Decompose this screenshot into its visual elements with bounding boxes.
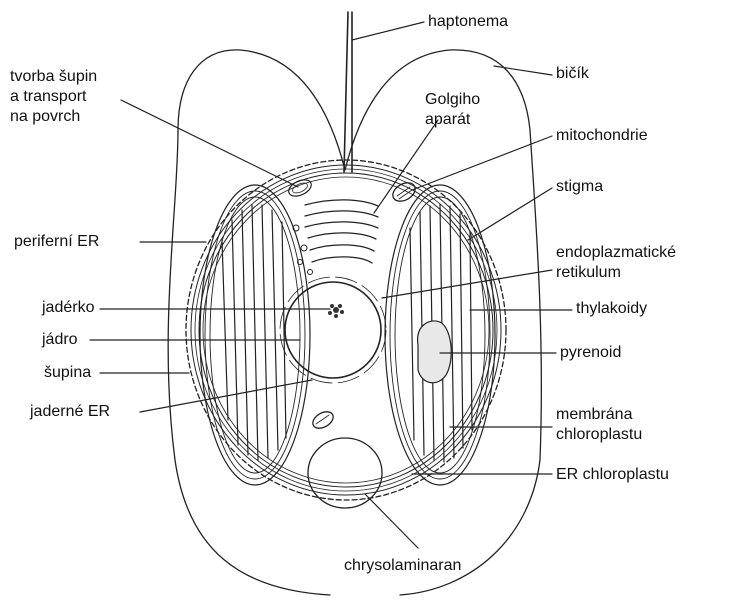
- nucleolus: [328, 304, 344, 318]
- label-chrysolaminaran: chrysolaminaran: [344, 556, 461, 576]
- label-mitochondria: mitochondrie: [556, 126, 648, 146]
- nucleus: [285, 282, 381, 378]
- mitochondrion-top: [390, 179, 419, 205]
- label-chloroplast-er: ER chloroplastu: [556, 465, 669, 485]
- mitochondrion-bottom: [310, 408, 336, 431]
- label-chloroplast-membrane: membrána chloroplastu: [556, 405, 642, 445]
- label-peripheral-er: periferní ER: [14, 232, 99, 252]
- label-scale: šupina: [44, 363, 91, 383]
- label-nuclear-er: jaderné ER: [30, 402, 110, 422]
- golgi-apparatus: [305, 200, 378, 263]
- label-nucleus: jádro: [42, 330, 78, 350]
- label-stigma: stigma: [556, 177, 603, 197]
- chrysolaminaran-vacuole: [308, 438, 382, 508]
- leader-lines: [90, 22, 572, 548]
- label-endoplasmic-reticulum: endoplazmatické retikulum: [556, 243, 676, 283]
- nuclear-er: [280, 277, 386, 383]
- label-haptonema: haptonema: [428, 12, 508, 32]
- peripheral-er: [191, 165, 501, 495]
- label-flagellum: bičík: [556, 64, 589, 84]
- label-golgi: Golgiho aparát: [425, 90, 480, 130]
- label-thylakoids: thylakoidy: [576, 299, 647, 319]
- cell-outline: [168, 50, 541, 595]
- label-scale-formation: tvorba šupin a transport na povrch: [10, 67, 97, 127]
- label-pyrenoid: pyrenoid: [560, 343, 621, 363]
- label-nucleolus: jadérko: [42, 298, 94, 318]
- pyrenoid-body: [418, 321, 452, 383]
